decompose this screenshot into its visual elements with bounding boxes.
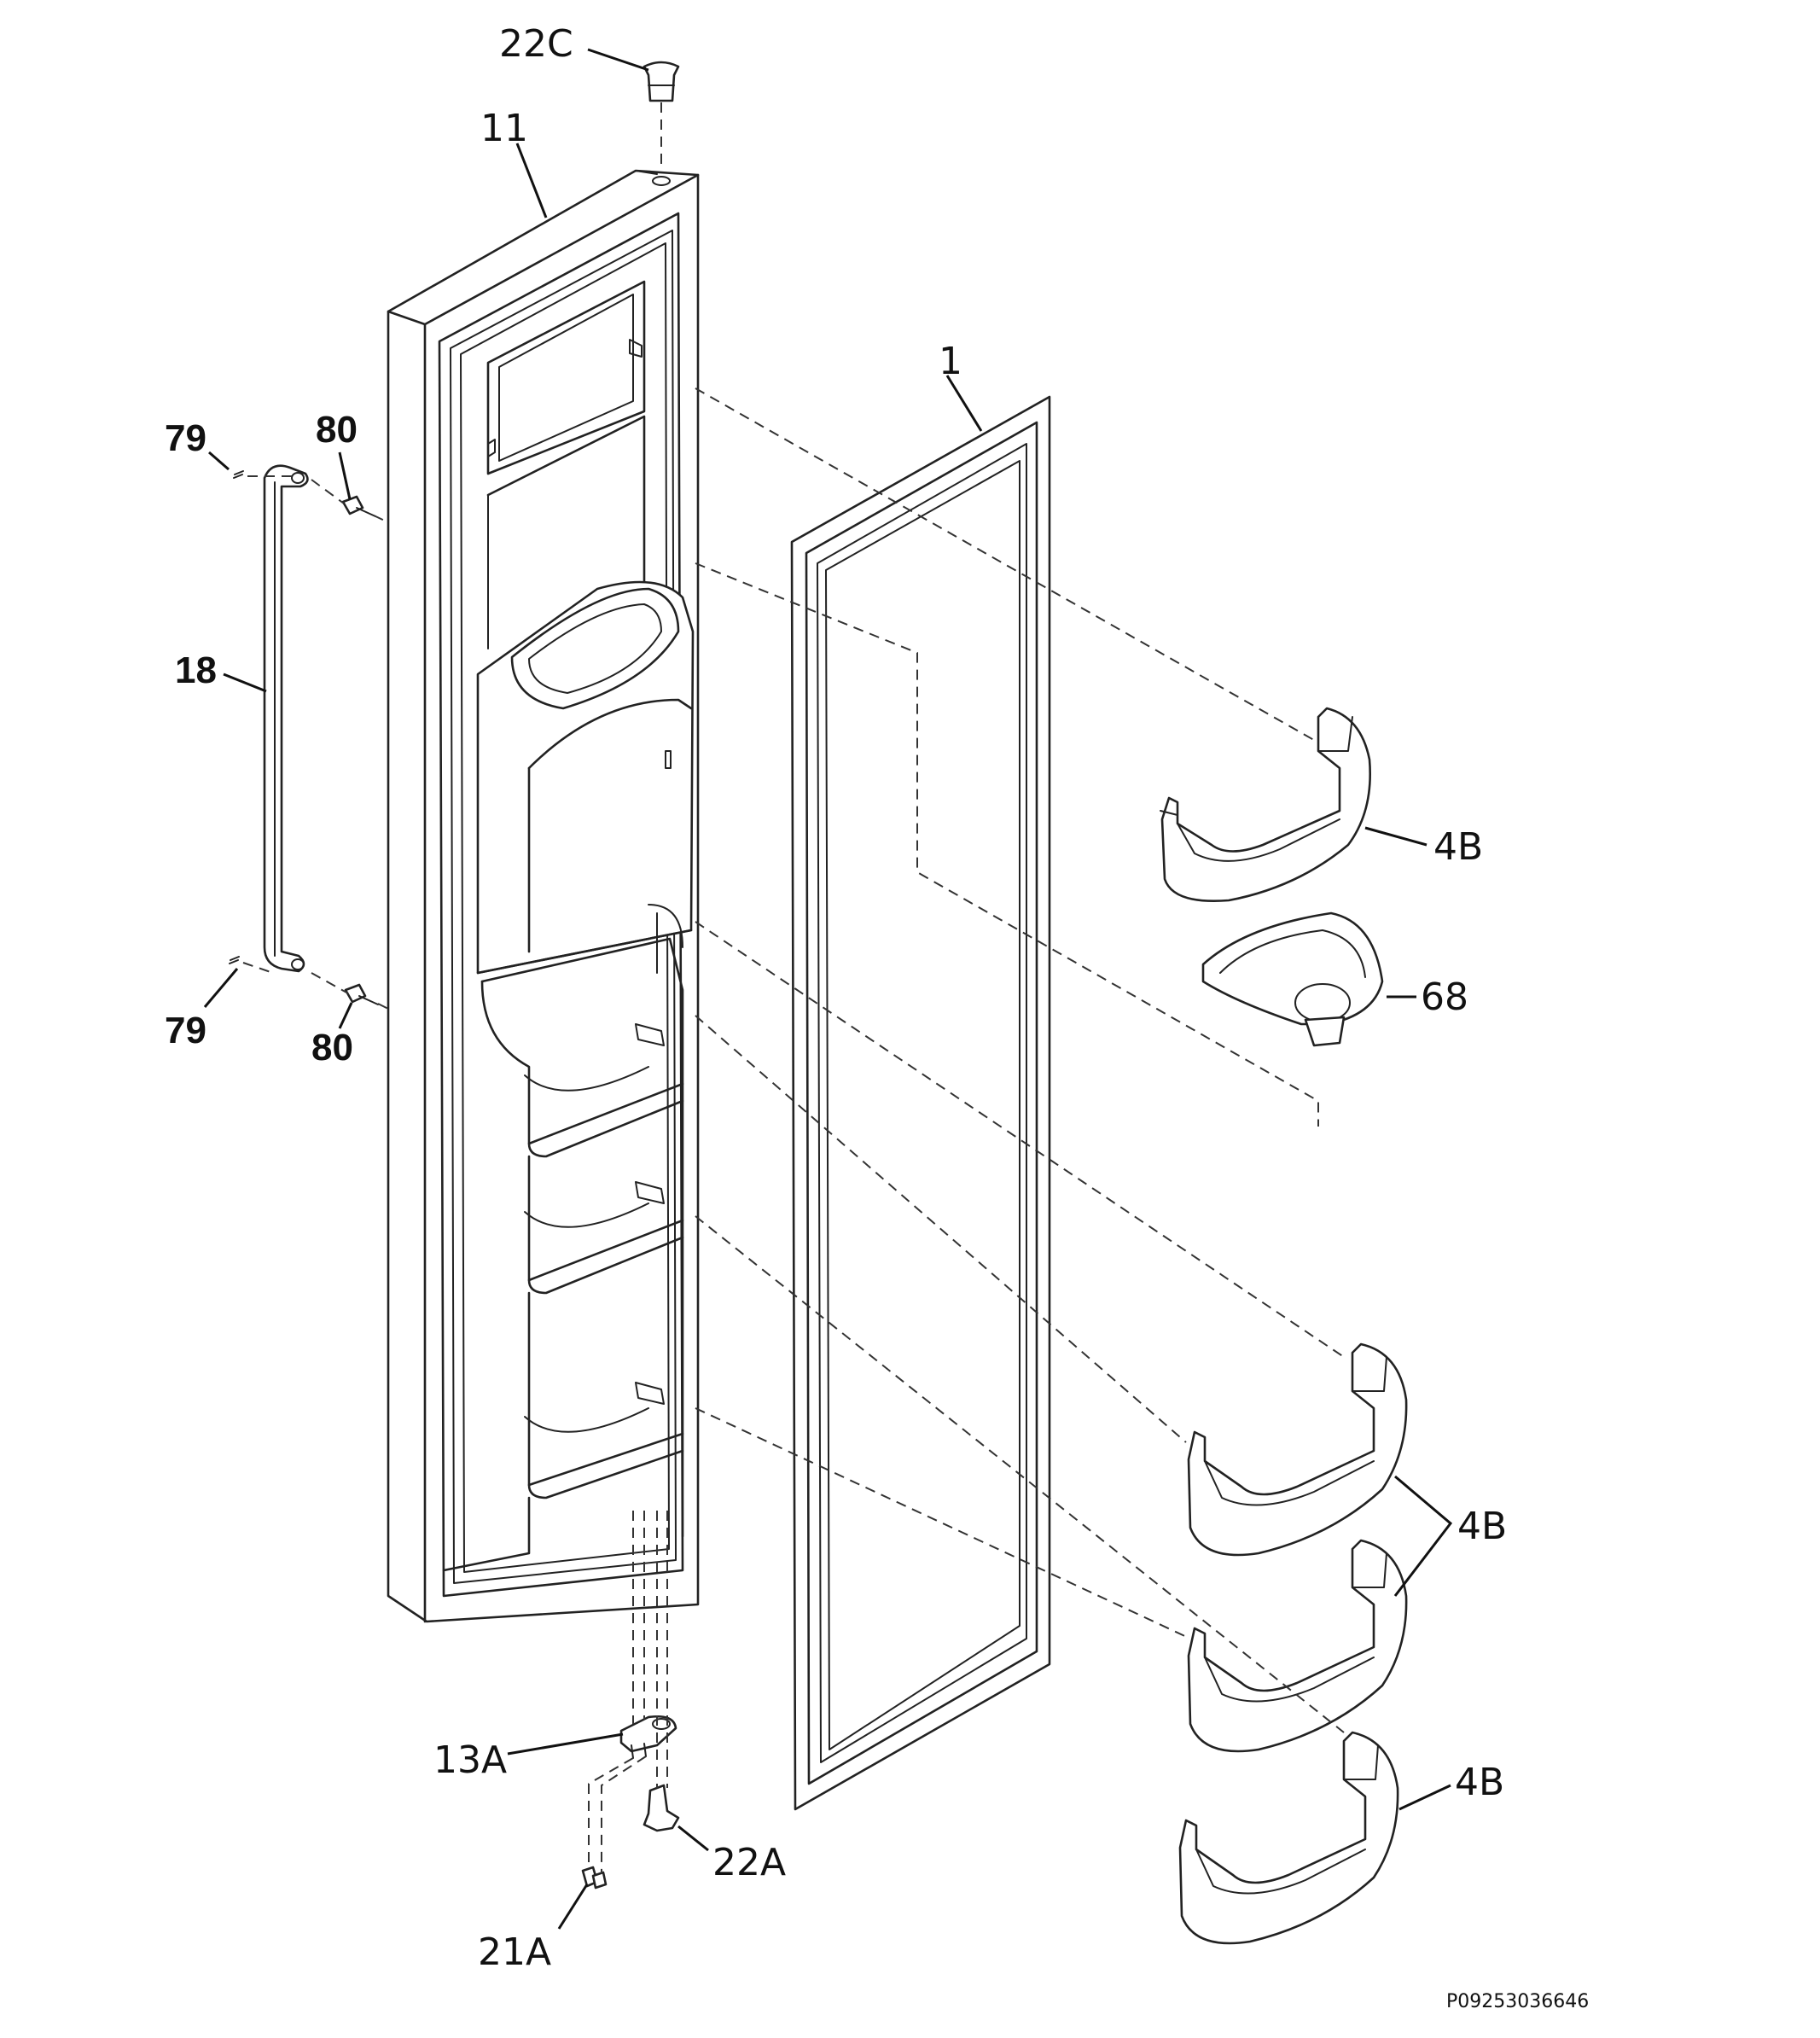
- label-door: 11: [480, 107, 528, 150]
- label-top-cap: 22C: [499, 22, 573, 66]
- stud-80-top: [341, 495, 376, 517]
- label-hinge-screw: 21A: [478, 1930, 551, 1974]
- diagram-code: P09253036646: [1446, 1991, 1589, 2012]
- door-gasket: [790, 395, 1051, 1811]
- door-bin-bottom: [1178, 1731, 1399, 1945]
- label-screw-top: 79: [165, 417, 206, 459]
- door-liner: [438, 212, 684, 1598]
- door-bin-middle-2: [1187, 1539, 1408, 1753]
- label-hinge: 13A: [433, 1738, 507, 1782]
- door-assembly: [387, 169, 700, 1623]
- stud-80-bottom: [344, 983, 379, 1005]
- label-bin-top: 4B: [1433, 825, 1483, 869]
- door-bin-middle-1: [1187, 1342, 1408, 1557]
- label-bin-bottom: 4B: [1455, 1761, 1504, 1804]
- door-handle: [263, 464, 309, 973]
- top-cap-22c: [643, 61, 680, 102]
- label-bins-pair: 4B: [1457, 1505, 1507, 1548]
- label-handle: 18: [175, 649, 217, 691]
- screw-79-bottom: [229, 956, 240, 964]
- label-stud-top: 80: [316, 409, 358, 451]
- label-screw-bottom: 79: [165, 1010, 206, 1051]
- label-stud-bottom: 80: [311, 1027, 353, 1068]
- door-bin-top: [1160, 707, 1371, 902]
- screw-79-top: [233, 470, 244, 479]
- bottom-hinge-13a: [619, 1715, 677, 1759]
- ice-dispenser-cup-68: [1201, 911, 1384, 1047]
- hinge-bushing-22a: [643, 1784, 680, 1832]
- dispenser-housing: [476, 580, 695, 975]
- label-gasket: 1: [939, 340, 962, 383]
- label-ice-cup: 68: [1421, 975, 1468, 1019]
- label-bushing: 22A: [712, 1841, 786, 1884]
- hinge-screw-21a: [581, 1866, 608, 1890]
